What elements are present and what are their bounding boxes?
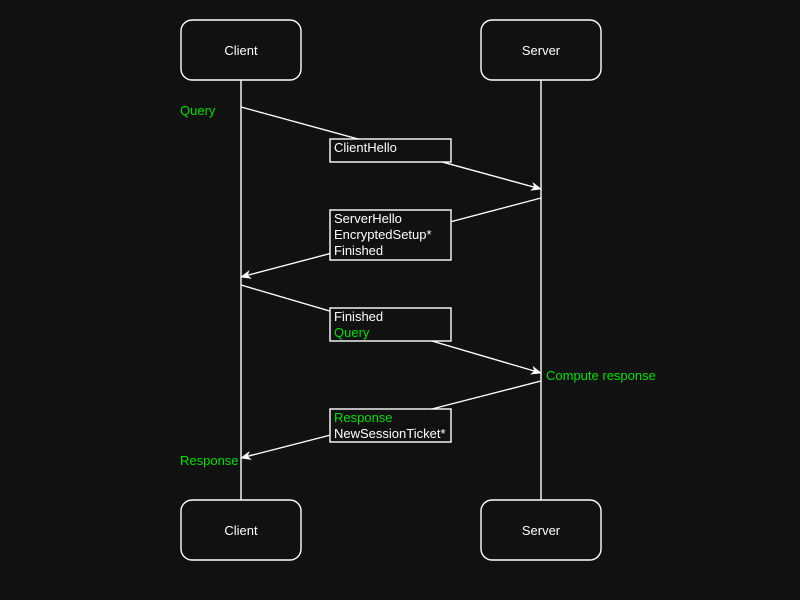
actor-label-server-top: Server — [522, 43, 561, 58]
lifelines-group — [240, 80, 542, 500]
actor-box-client-bottom[interactable] — [180, 499, 302, 561]
actor-label-client-top: Client — [224, 43, 258, 58]
actor-label-server-bottom: Server — [522, 523, 561, 538]
message-line-finished-query-0: Finished — [334, 309, 383, 324]
actor-box-server-top[interactable] — [480, 19, 602, 81]
message-line-finished-query-1: Query — [334, 325, 370, 340]
actor-box-server-bottom[interactable] — [480, 499, 602, 561]
message-line-client-hello-0: ClientHello — [334, 140, 397, 155]
message-box-finished-query — [329, 307, 452, 342]
message-box-client-hello — [329, 138, 452, 163]
message-box-server-hello — [329, 209, 452, 261]
message-line-response-newsessionticket-1: NewSessionTicket* — [334, 426, 446, 441]
message-line-server-hello-2: Finished — [334, 243, 383, 258]
response-label: Response — [180, 453, 239, 468]
actor-box-client-top[interactable] — [180, 19, 302, 81]
messages-group: ClientHelloServerHelloEncryptedSetup*Fin… — [240, 106, 542, 460]
message-line-server-hello-1: EncryptedSetup* — [334, 227, 432, 242]
compute-response-label: Compute response — [546, 368, 656, 383]
query-label: Query — [180, 103, 216, 118]
actor-label-client-bottom: Client — [224, 523, 258, 538]
message-line-response-newsessionticket-0: Response — [334, 410, 393, 425]
message-box-response-newsessionticket — [329, 408, 452, 443]
message-line-server-hello-0: ServerHello — [334, 211, 402, 226]
